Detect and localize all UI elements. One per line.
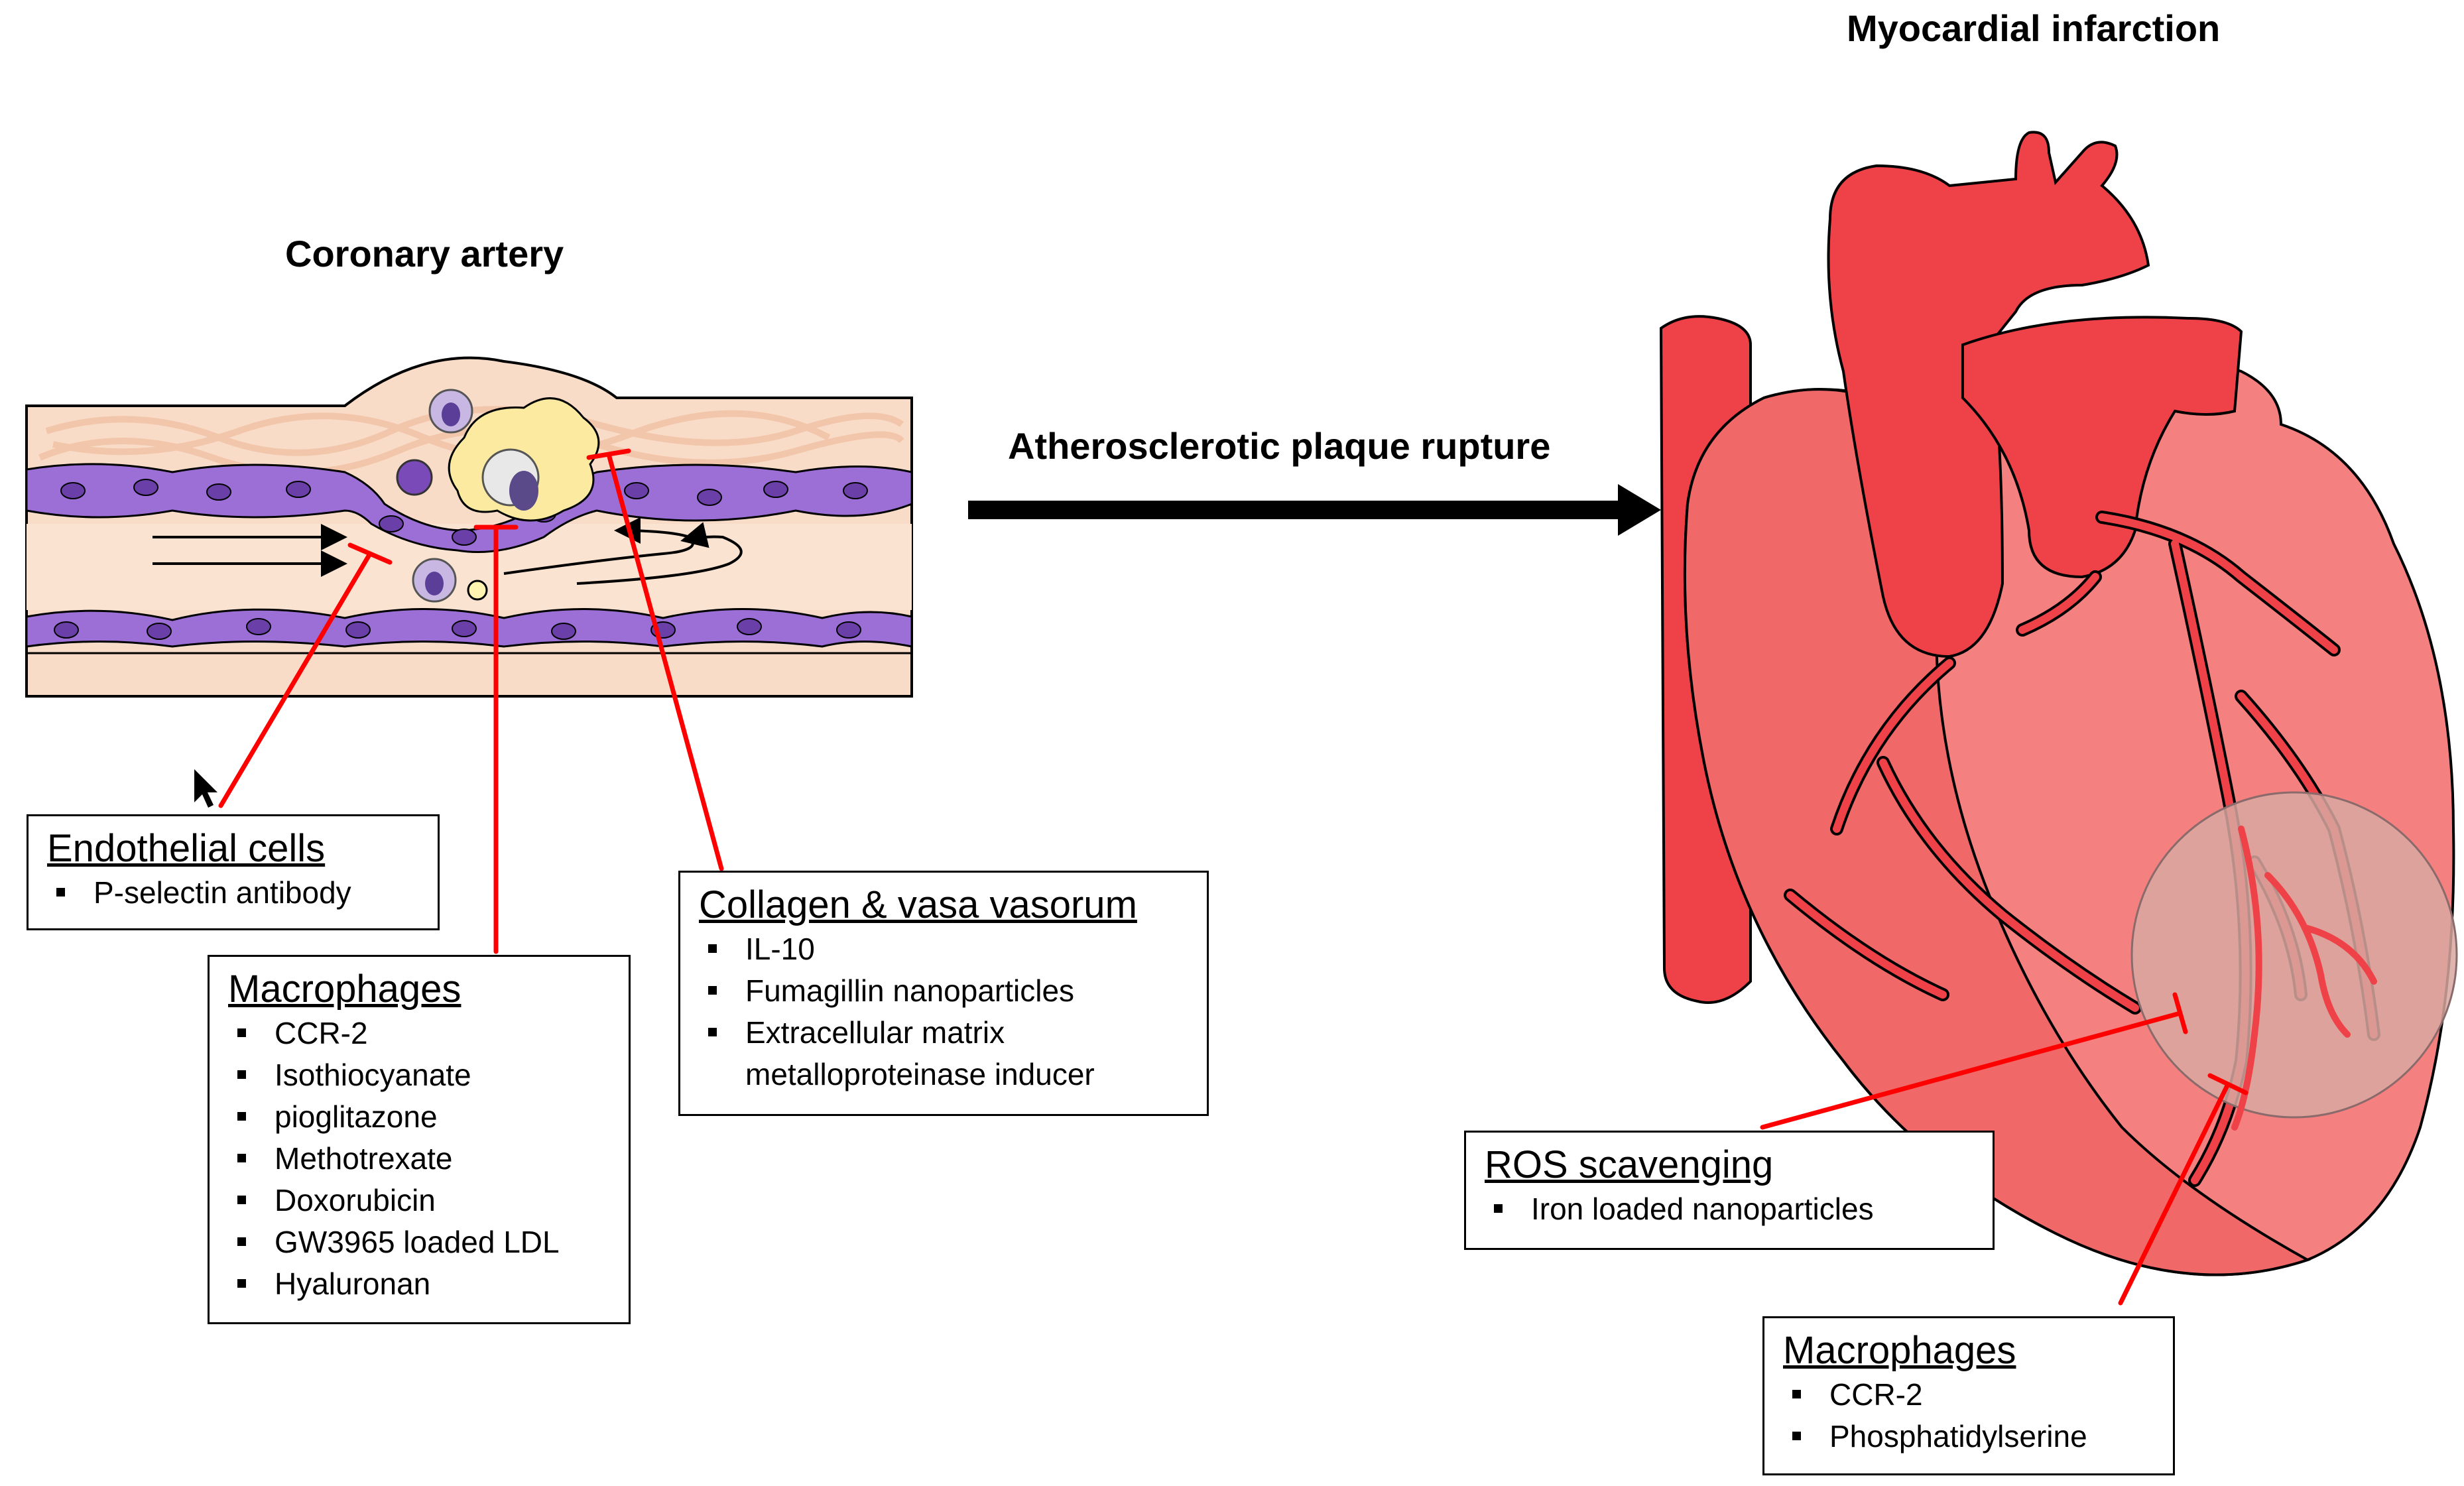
list-item: P-selectin antibody [47, 872, 419, 914]
infarct-zone [2130, 791, 2458, 1119]
plaque-rupture-label: Atherosclerotic plaque rupture [1008, 425, 1551, 467]
plaque-rupture-arrow [968, 484, 1661, 536]
lower-nuclei [54, 618, 861, 640]
collagen-vasa-vasorum-heading: Collagen & vasa vasorum [699, 883, 1137, 926]
list-item: Isothiocyanate [228, 1054, 610, 1096]
heart-illustration [1659, 131, 2458, 1276]
list-item: IL-10 [699, 928, 1188, 970]
coronary-artery-illustration [25, 356, 913, 698]
list-item: metalloproteinase inducer [745, 1057, 1095, 1091]
inhibitor-lines [218, 448, 2248, 1306]
list-item: Extracellular matrix [699, 1012, 1188, 1054]
ros-scavenging-box: ROS scavenging Iron loaded nanoparticles [1464, 1131, 1995, 1250]
upper-endothelium [25, 463, 913, 553]
blood-flow-arrows [153, 517, 743, 585]
list-item: CCR-2 [1783, 1374, 2154, 1416]
ros-scavenging-heading: ROS scavenging [1485, 1143, 1774, 1186]
infarct-vessels [2231, 826, 2377, 1131]
myocardial-infarction-title: Myocardial infarction [1847, 7, 2221, 49]
endothelial-cells-heading: Endothelial cells [47, 827, 326, 870]
coronary-artery-title: Coronary artery [285, 233, 564, 275]
cursor-pointer-icon [194, 769, 217, 808]
list-item: pioglitazone [228, 1096, 610, 1138]
immune-cells [396, 389, 488, 603]
list-item: GW3965 loaded LDL [228, 1221, 610, 1263]
list-item: Hyaluronan [228, 1263, 610, 1305]
collagen-vasa-vasorum-box: Collagen & vasa vasorum IL-10 Fumagillin… [678, 871, 1209, 1116]
list-item: Doxorubicin [228, 1180, 610, 1221]
pulmonary-artery [1961, 316, 2243, 579]
list-item: CCR-2 [228, 1013, 610, 1054]
list-item: Fumagillin nanoparticles [699, 970, 1188, 1012]
macrophages-heart-heading: Macrophages [1783, 1329, 2016, 1372]
list-item: Iron loaded nanoparticles [1485, 1188, 1974, 1230]
endothelial-cells-box: Endothelial cells P-selectin antibody [27, 814, 440, 930]
foam-cell [481, 448, 540, 511]
list-item: Phosphatidylserine [1783, 1416, 2154, 1457]
macrophages-artery-heading: Macrophages [228, 967, 462, 1011]
macrophages-heart-box: Macrophages CCR-2 Phosphatidylserine [1762, 1316, 2175, 1475]
list-item: Methotrexate [228, 1138, 610, 1180]
macrophages-artery-box: Macrophages CCR-2 Isothiocyanate pioglit… [208, 955, 631, 1324]
